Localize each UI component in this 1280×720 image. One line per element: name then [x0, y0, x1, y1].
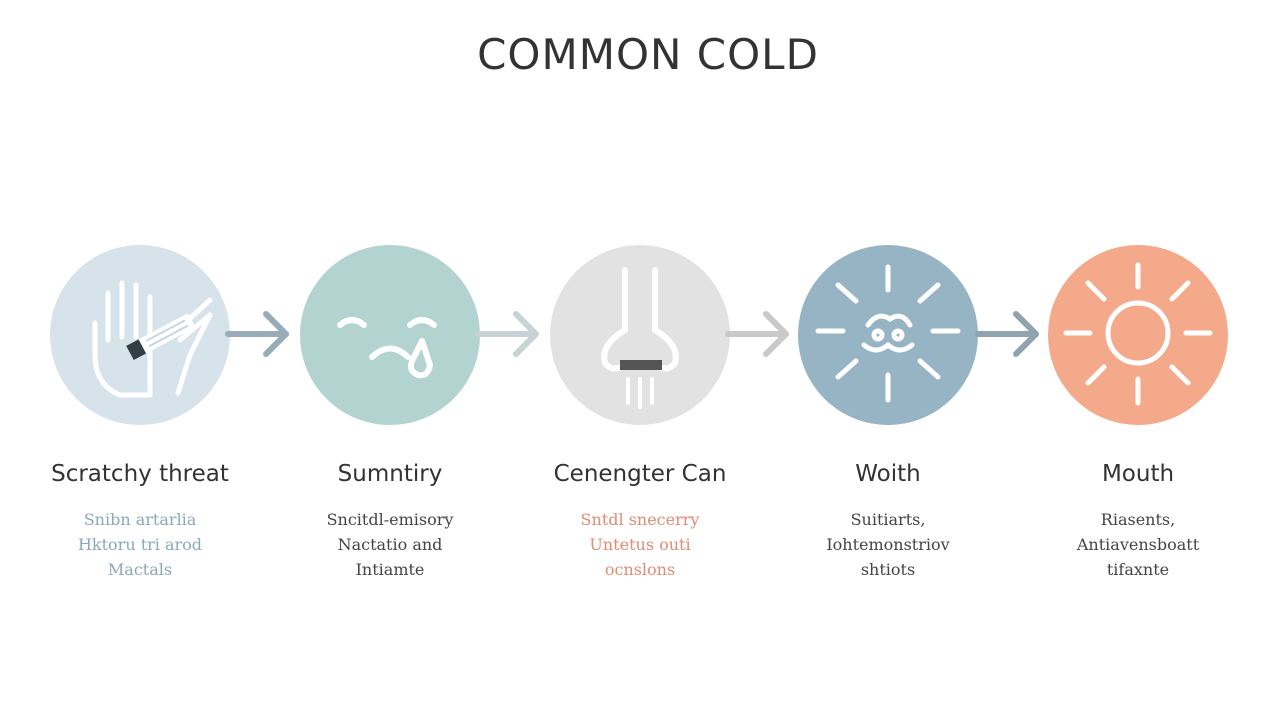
step-2-circle [300, 245, 480, 425]
step-1-description: Snibn artarlia Hktoru tri arod Mactals [10, 507, 270, 582]
step-4-desc-line: shtiots [860, 560, 916, 579]
sad-face-icon [337, 317, 437, 379]
nose-icon [601, 267, 679, 409]
step-5-title: Mouth [1101, 461, 1175, 487]
step-1-title: Scratchy threat [51, 461, 229, 487]
step-1-desc-line: Mactals [107, 560, 173, 579]
step-3-desc-line: Sntdl snecerry [580, 510, 700, 529]
arrow-right-icon [475, 311, 539, 357]
step-3-title: Cenengter Can [553, 461, 727, 487]
step-scratchy-throat: Scratchy threat Snibn artarlia Hktoru tr… [10, 245, 270, 582]
step-5-desc-line: Riasents, [1100, 510, 1176, 529]
step-4-title: Woith [855, 461, 921, 487]
step-3-desc-line: Untetus outi [589, 535, 691, 554]
step-2-desc-line: Sncitdl-emisory [326, 510, 454, 529]
arrow-right-icon [725, 311, 789, 357]
virus-burst-icon [815, 264, 961, 403]
step-2-title: Sumntiry [337, 461, 443, 487]
sun-icon [1063, 262, 1213, 406]
step-4-description: Suitiarts, Iohtemonstriov shtiots [758, 507, 1018, 582]
step-1-desc-line: Hktoru tri arod [77, 535, 203, 554]
arrow-right-icon [225, 311, 289, 357]
diagram-title: COMMON COLD [477, 30, 819, 79]
step-2-desc-line: Intiamte [355, 560, 425, 579]
step-5-desc-line: tifaxnte [1106, 560, 1170, 579]
step-4-desc-line: Suitiarts, [850, 510, 926, 529]
step-1-circle [50, 245, 230, 425]
step-4-desc-line: Iohtemonstriov [826, 535, 950, 554]
step-1-desc-line: Snibn artarlia [83, 510, 197, 529]
step-2-desc-line: Nactatio and [337, 535, 443, 554]
step-4: Woith Suitiarts, Iohtemonstriov shtiots [758, 245, 1018, 582]
step-congestion: Cenengter Can Sntdl snecerry Untetus out… [510, 245, 770, 582]
step-2-description: Sncitdl-emisory Nactatio and Intiamte [260, 507, 520, 582]
step-5-description: Riasents, Antiavensboatt tifaxnte [1008, 507, 1268, 582]
step-summary: Sumntiry Sncitdl-emisory Nactatio and In… [260, 245, 520, 582]
step-3-description: Sntdl snecerry Untetus outi ocnslons [510, 507, 770, 582]
step-3-circle [550, 245, 730, 425]
arrow-right-icon [975, 311, 1039, 357]
step-mouth: Mouth Riasents, Antiavensboatt tifaxnte [1008, 245, 1268, 582]
step-5-circle [1048, 245, 1228, 425]
step-5-desc-line: Antiavensboatt [1076, 535, 1200, 554]
hand-bandage-icon [92, 280, 213, 398]
step-4-circle [798, 245, 978, 425]
step-3-desc-line: ocnslons [604, 560, 676, 579]
